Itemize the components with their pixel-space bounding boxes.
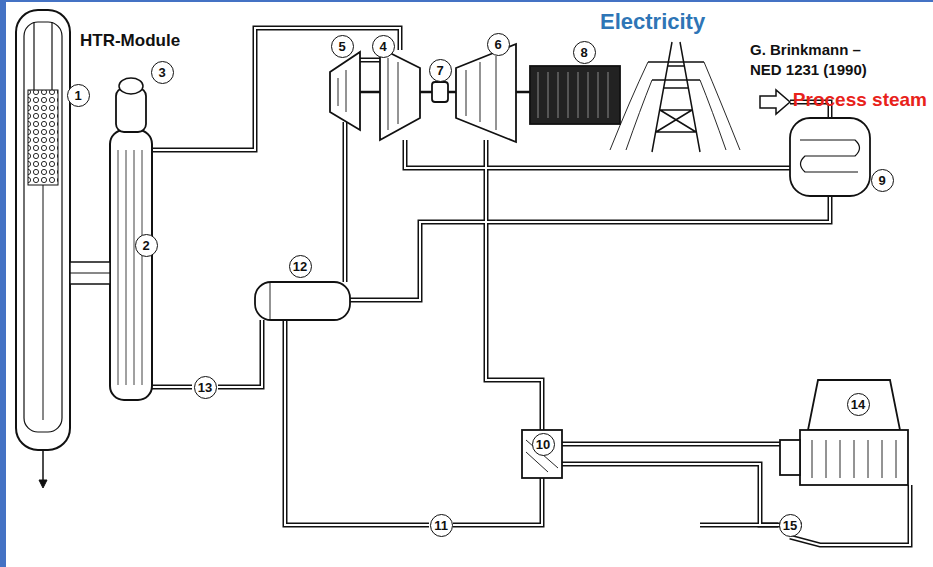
pipe xyxy=(700,523,778,528)
pipe xyxy=(562,464,802,525)
pipe-bore xyxy=(344,122,346,282)
callout-number: 6 xyxy=(487,33,510,56)
diagram-label: Process steam xyxy=(793,88,927,113)
pipe xyxy=(453,478,542,525)
pipe xyxy=(360,58,380,63)
callout-text: 4 xyxy=(379,40,386,53)
pipe-bore xyxy=(453,478,542,525)
pipe-bore xyxy=(152,28,400,150)
ip-turbine xyxy=(380,48,420,140)
pipe xyxy=(285,320,429,525)
coupling xyxy=(432,82,448,102)
pipe-bore xyxy=(360,59,380,61)
hp-turbine xyxy=(330,52,360,130)
callout-number: 7 xyxy=(429,59,452,82)
condenser xyxy=(522,430,562,478)
pipe-bore xyxy=(218,320,262,387)
callout-text: 2 xyxy=(142,239,149,252)
pipe xyxy=(405,140,790,168)
pipe-bore xyxy=(152,386,192,388)
feedwater-tank xyxy=(255,282,350,320)
pipe-bore xyxy=(562,464,802,525)
callout-text: 7 xyxy=(436,64,443,77)
pipe-bore xyxy=(486,140,542,430)
callout-number: 12 xyxy=(289,255,312,278)
callout-number: 15 xyxy=(779,514,802,537)
pipe-bore xyxy=(700,524,778,526)
pipe xyxy=(152,28,400,150)
diagram-label: Electricity xyxy=(600,8,705,37)
callout-text: 6 xyxy=(494,38,501,51)
pipe xyxy=(218,320,262,387)
callout-number: 8 xyxy=(573,41,596,64)
pipe xyxy=(350,196,830,300)
callout-text: 8 xyxy=(580,46,587,59)
callout-number: 10 xyxy=(532,433,555,456)
cooling-tower xyxy=(780,380,908,485)
process-heat-exchanger xyxy=(790,118,870,196)
callout-text: 11 xyxy=(434,519,448,532)
frame-line xyxy=(6,0,933,2)
pipe-bore xyxy=(405,140,790,168)
callout-number: 13 xyxy=(194,376,217,399)
pipe-bore xyxy=(562,443,780,445)
callout-number: 1 xyxy=(67,84,90,107)
callout-number: 9 xyxy=(871,169,894,192)
pipe-bore xyxy=(350,196,830,300)
power-pylon xyxy=(610,42,740,152)
source-citation: G. Brinkmann – NED 1231 (1990) xyxy=(750,40,890,79)
callout-text: 13 xyxy=(198,381,212,394)
callout-number: 5 xyxy=(331,35,354,58)
generator xyxy=(530,66,620,124)
callout-text: 15 xyxy=(783,519,797,532)
pipe xyxy=(486,140,542,430)
pipe-bore xyxy=(285,320,429,525)
pipe xyxy=(152,385,192,390)
callout-text: 3 xyxy=(158,66,165,79)
lp-turbine xyxy=(456,44,516,142)
callout-number: 11 xyxy=(430,514,453,537)
callout-number: 2 xyxy=(135,234,158,257)
callout-number: 14 xyxy=(847,393,870,416)
callout-number: 3 xyxy=(151,61,174,84)
pipe xyxy=(790,485,910,545)
process-steam-arrow xyxy=(760,90,790,114)
diagram-label: HTR-Module xyxy=(80,30,180,52)
callout-text: 9 xyxy=(878,174,885,187)
callout-text: 1 xyxy=(74,89,81,102)
pipe-bore xyxy=(790,485,910,545)
pipe xyxy=(343,122,348,282)
callout-text: 12 xyxy=(293,260,307,273)
callout-number: 4 xyxy=(372,35,395,58)
callout-text: 10 xyxy=(536,438,550,451)
reactor-vessel xyxy=(16,10,70,488)
frame-bar xyxy=(0,0,6,567)
pipe xyxy=(562,442,780,447)
callout-text: 14 xyxy=(851,398,865,411)
callout-text: 5 xyxy=(338,40,345,53)
